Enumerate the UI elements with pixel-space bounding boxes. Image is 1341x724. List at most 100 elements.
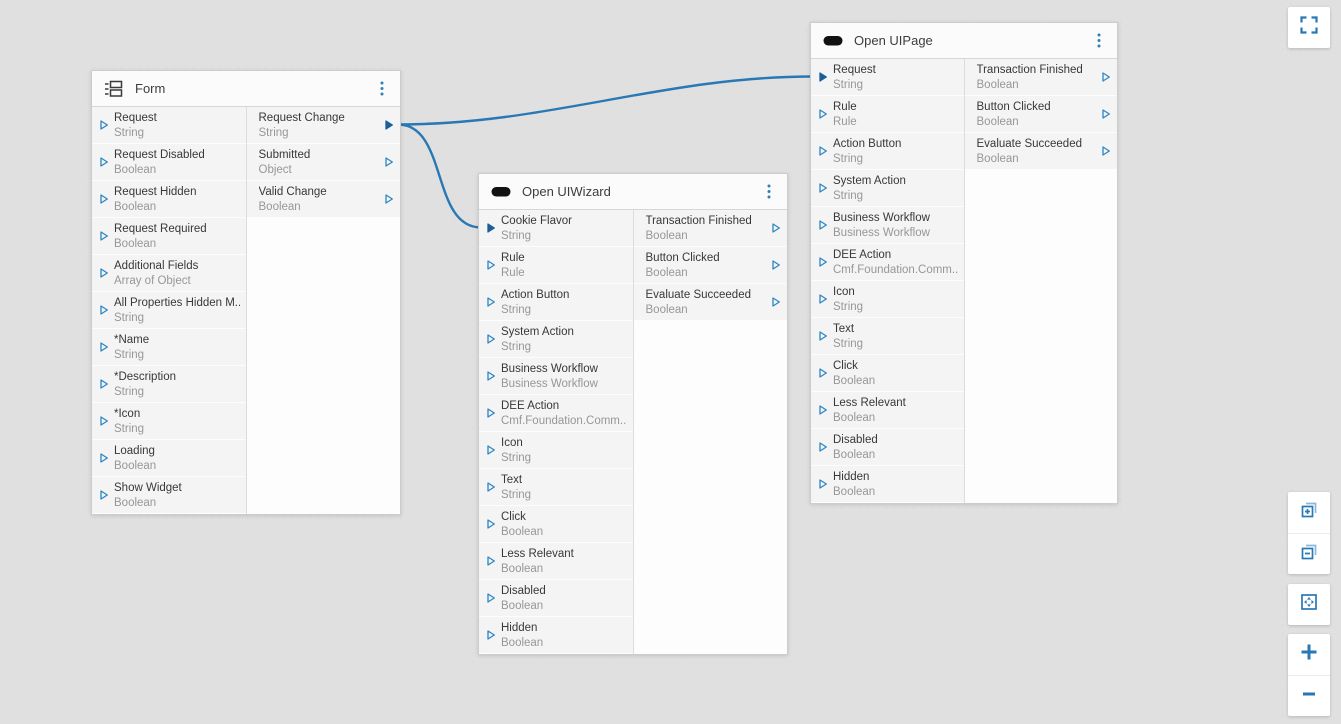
input-port-icon[interactable] — [486, 222, 496, 234]
input-port-icon[interactable] — [818, 182, 828, 194]
output-port-icon[interactable] — [771, 259, 781, 271]
input-port-icon[interactable] — [486, 481, 496, 493]
edge-connection[interactable] — [396, 75, 815, 126]
input-port-icon[interactable] — [486, 518, 496, 530]
input-port-icon[interactable] — [99, 452, 109, 464]
input-port-icon[interactable] — [486, 629, 496, 641]
input-port-icon[interactable] — [486, 444, 496, 456]
input-port-icon[interactable] — [99, 415, 109, 427]
zoom-in-button[interactable] — [1288, 634, 1330, 675]
node-header[interactable]: Open UIWizard — [479, 174, 787, 210]
fullscreen-button[interactable] — [1288, 7, 1330, 48]
input-port-icon[interactable] — [818, 108, 828, 120]
collapse-all-button[interactable] — [1288, 533, 1330, 574]
input-port-icon[interactable] — [486, 592, 496, 604]
input-port-icon[interactable] — [99, 267, 109, 279]
input-port-icon[interactable] — [818, 219, 828, 231]
input-port-row[interactable]: All Properties Hidden M...String — [92, 292, 246, 329]
output-port-icon[interactable] — [384, 156, 394, 168]
input-port-icon[interactable] — [486, 259, 496, 271]
input-port-icon[interactable] — [818, 478, 828, 490]
kebab-menu-icon[interactable] — [374, 71, 390, 106]
kebab-menu-icon[interactable] — [761, 174, 777, 209]
input-port-icon[interactable] — [99, 156, 109, 168]
input-port-icon[interactable] — [486, 296, 496, 308]
input-port-icon[interactable] — [99, 193, 109, 205]
input-port-icon[interactable] — [99, 230, 109, 242]
input-port-icon[interactable] — [818, 71, 828, 83]
node-header[interactable]: Form — [92, 71, 400, 107]
edge-connection[interactable] — [396, 123, 483, 229]
output-port-icon[interactable] — [384, 119, 394, 131]
node-header[interactable]: Open UIPage — [811, 23, 1117, 59]
input-port-icon[interactable] — [818, 404, 828, 416]
input-port-icon[interactable] — [818, 256, 828, 268]
output-port-icon[interactable] — [771, 296, 781, 308]
fit-view-button[interactable] — [1288, 584, 1330, 625]
input-port-icon[interactable] — [486, 555, 496, 567]
input-port-icon[interactable] — [99, 489, 109, 501]
zoom-out-button[interactable] — [1288, 675, 1330, 716]
input-port-icon[interactable] — [486, 370, 496, 382]
output-port-icon[interactable] — [1101, 71, 1111, 83]
kebab-menu-icon[interactable] — [1091, 23, 1107, 58]
output-port-icon[interactable] — [1101, 108, 1111, 120]
output-port-icon[interactable] — [1101, 145, 1111, 157]
output-port-icon[interactable] — [384, 193, 394, 205]
input-port-icon[interactable] — [99, 378, 109, 390]
input-port-icon[interactable] — [99, 119, 109, 131]
input-port-icon[interactable] — [486, 333, 496, 345]
input-port-icon[interactable] — [99, 304, 109, 316]
input-port-icon[interactable] — [818, 330, 828, 342]
input-port-icon[interactable] — [99, 341, 109, 353]
input-port-icon[interactable] — [818, 441, 828, 453]
input-port-icon[interactable] — [486, 407, 496, 419]
input-port-icon[interactable] — [818, 293, 828, 305]
input-port-icon[interactable] — [818, 367, 828, 379]
